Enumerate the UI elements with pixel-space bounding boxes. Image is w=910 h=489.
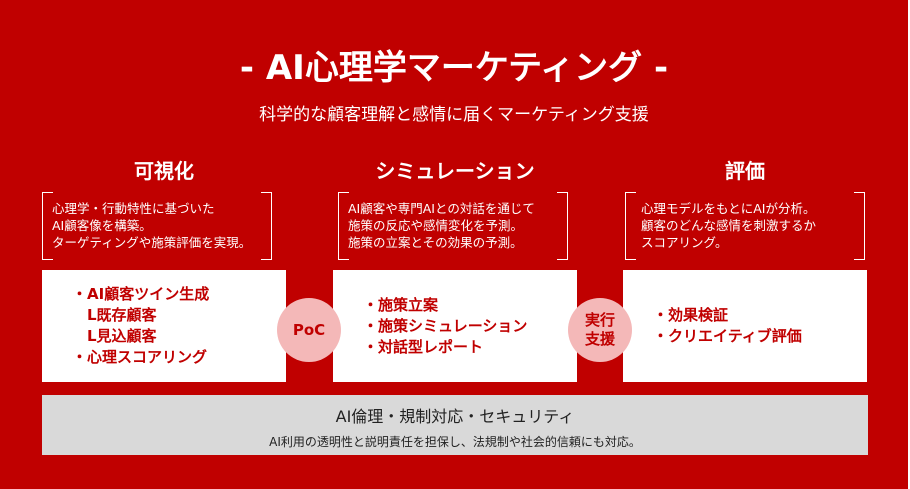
desc-line: ターゲティングや施策評価を実現。 [52,235,252,250]
column-card-simulation: ・施策立案 ・施策シミュレーション ・対話型レポート [333,270,577,382]
desc-line: AI顧客や専門AIとの対話を通じて [348,201,535,216]
connector-label: 実行 [584,311,615,329]
poc-connector: PoC [277,298,341,362]
card-item: ・心理スコアリング [72,348,208,366]
connector-label: PoC [292,320,326,339]
column-desc-visualize: 心理学・行動特性に基づいた AI顧客像を構築。 ターゲティングや施策評価を実現。 [42,192,272,260]
footer-title: AI倫理・規制対応・セキュリティ [335,407,575,426]
desc-line: 顧客のどんな感情を刺激するか [641,218,817,233]
desc-line: AI顧客像を構築。 [52,218,152,233]
card-item: L既存顧客 [72,306,157,324]
desc-line: 施策の立案とその効果の予測。 [348,235,523,250]
desc-line: スコアリング。 [641,235,728,250]
column-card-visualize: ・AI顧客ツイン生成 L既存顧客 L見込顧客 ・心理スコアリング [42,270,286,382]
desc-line: 心理モデルをもとにAIが分析。 [641,201,816,216]
card-item: ・クリエイティブ評価 [653,327,802,345]
column-desc-simulation: AI顧客や専門AIとの対話を通じて 施策の反応や感情変化を予測。 施策の立案とそ… [338,192,568,260]
ethics-footer: AI倫理・規制対応・セキュリティ AI利用の透明性と説明責任を担保し、法規制や社… [42,395,868,455]
card-item: ・AI顧客ツイン生成 [72,285,210,303]
column-heading-simulation: シミュレーション [375,159,535,183]
card-item: L見込顧客 [72,327,157,345]
card-item: ・効果検証 [653,306,729,324]
column-heading-visualize: 可視化 [134,159,194,183]
column-card-evaluation: ・効果検証 ・クリエイティブ評価 [623,270,867,382]
footer-text: AI利用の透明性と説明責任を担保し、法規制や社会的信頼にも対応。 [269,435,641,449]
column-heading-evaluation: 評価 [725,159,765,183]
desc-line: 心理学・行動特性に基づいた [52,201,215,216]
page-title: - AI心理学マーケティング - [239,48,669,88]
card-item: ・施策立案 [363,295,439,314]
card-item: ・対話型レポート [363,337,484,356]
desc-line: 施策の反応や感情変化を予測。 [348,218,524,233]
page-subtitle: 科学的な顧客理解と感情に届くマーケティング支援 [259,105,649,125]
execution-support-connector: 実行支援 [568,298,632,362]
column-desc-evaluation: 心理モデルをもとにAIが分析。 顧客のどんな感情を刺激するか スコアリング。 [625,192,865,260]
connector-label: 支援 [584,330,615,348]
card-item: ・施策シミュレーション [363,316,528,335]
